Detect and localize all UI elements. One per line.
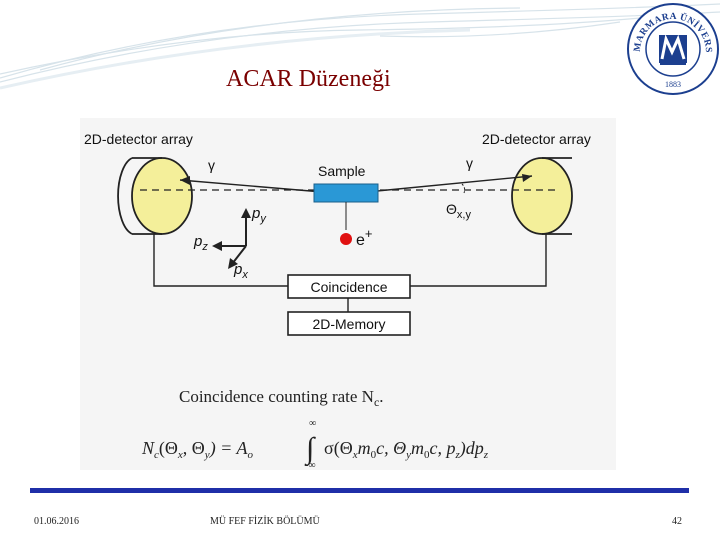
gamma-right-label: γ <box>466 155 473 171</box>
svg-text:-∞: -∞ <box>305 460 315 470</box>
logo-mark-icon <box>659 34 687 65</box>
gamma-left-arrow-icon <box>180 176 190 185</box>
university-logo: MARMARA ÜNİVERSİTESİ 1883 <box>626 2 719 95</box>
py-label: py <box>251 205 267 225</box>
theta-arc <box>461 183 466 194</box>
footer-separator <box>30 488 689 493</box>
svg-text:∫: ∫ <box>304 432 316 467</box>
momentum-axes <box>212 208 251 269</box>
sample-label: Sample <box>318 163 366 179</box>
counting-rate-text: Coincidence counting rate Nc. <box>179 387 384 409</box>
left-detector-label: 2D-detector array <box>84 131 193 147</box>
slide-title: ACAR Düzeneği <box>226 66 391 92</box>
left-detector <box>117 157 193 235</box>
coincidence-box <box>287 274 411 299</box>
theta-label: Θx,y <box>446 201 471 221</box>
pz-label: pz <box>193 233 208 253</box>
gamma-left-label: γ <box>208 157 215 173</box>
wire-right <box>410 234 547 287</box>
coincidence-formula: Nc(Θx, Θy) = Ao ∞ -∞ ∫ σ(Θxm0c, Θym0c, p… <box>141 418 489 470</box>
wire-left <box>153 234 288 287</box>
logo-year: 1883 <box>665 80 681 89</box>
footer-department: MÜ FEF FİZİK BÖLÜMÜ <box>210 516 320 527</box>
gamma-right-arrow-icon <box>522 174 532 182</box>
right-detector-label: 2D-detector array <box>482 131 591 147</box>
acar-setup-diagram: 2D-detector array 2D-detector array γ γ … <box>80 118 616 470</box>
coincidence-label: Coincidence <box>310 279 387 295</box>
positron-label: e+ <box>356 226 373 249</box>
memory-box <box>287 311 411 336</box>
sample-block <box>313 183 379 203</box>
footer-date: 01.06.2016 <box>34 516 79 527</box>
right-detector <box>511 157 573 235</box>
memory-label: 2D-Memory <box>312 316 385 332</box>
positron-dot <box>340 233 352 245</box>
px-label: px <box>233 261 248 281</box>
page-number: 42 <box>672 516 682 527</box>
svg-text:∞: ∞ <box>309 418 316 429</box>
svg-text:Nc(Θx, Θy) = Ao: Nc(Θx, Θy) = Ao <box>141 438 254 461</box>
svg-text:σ(Θxm0c, Θym0c, pz)dpz: σ(Θxm0c, Θym0c, pz)dpz <box>324 438 489 461</box>
